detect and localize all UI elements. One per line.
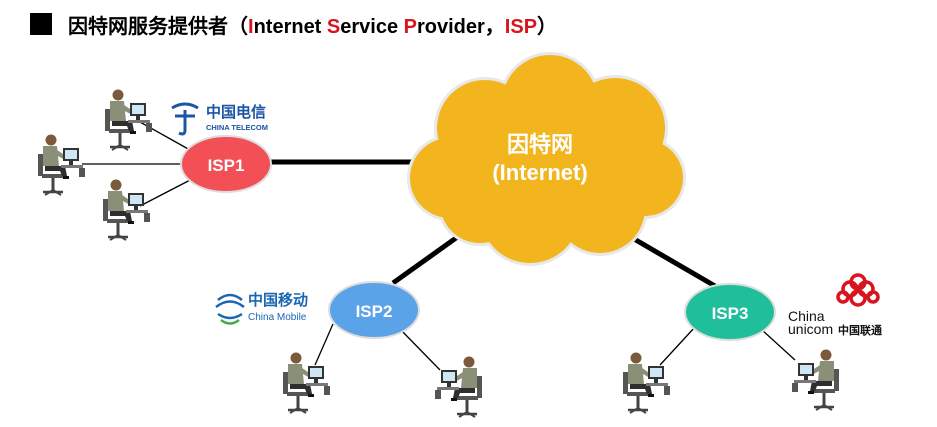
isp3-node: ISP3: [684, 283, 776, 341]
title-english-part: P: [403, 15, 417, 38]
china-unicom-logo: China unicom 中国联通: [788, 273, 882, 337]
title-text: 因特网服务提供者（Internet Service Provider，ISP）: [68, 10, 557, 39]
link-isp1-user-bottom: [139, 177, 195, 207]
slide-title: 因特网服务提供者（Internet Service Provider，ISP）: [30, 9, 557, 39]
mobile-cn: 中国移动: [248, 291, 308, 309]
title-close-paren: ）: [537, 15, 558, 38]
link-isp3-user-left: [659, 326, 696, 366]
china-telecom-logo: 中国电信 CHINA TELECOM: [171, 102, 268, 136]
china-mobile-logo: 中国移动 China Mobile: [215, 291, 308, 325]
title-english-part: S: [326, 15, 341, 38]
telecom-cn: 中国电信: [206, 103, 266, 121]
unicom-cn: 中国联通: [838, 323, 882, 337]
china-unicom-knot-icon: [836, 273, 880, 307]
title-english-part: rovider，: [416, 15, 505, 38]
title-main: 因特网服务提供者: [68, 15, 228, 38]
telecom-en: CHINA TELECOM: [206, 123, 268, 132]
title-open-paren: （: [228, 15, 248, 38]
link-isp2-user-left: [314, 323, 334, 366]
title-english-part: nternet: [253, 15, 327, 38]
isp3-label: ISP3: [712, 304, 749, 323]
title-english-part: I: [248, 15, 254, 38]
user-at-computer-icon: [36, 133, 87, 197]
user-at-computer-icon: [433, 355, 484, 419]
user-at-computer-icon: [281, 351, 332, 415]
user-at-computer-icon: [103, 88, 154, 152]
isp2-label: ISP2: [356, 302, 393, 321]
link-isp2-user-right: [397, 326, 441, 371]
title-english-part: ISP: [504, 15, 538, 38]
link-isp3-user-right: [761, 329, 796, 361]
title-bullet-square: [30, 13, 52, 35]
internet-label-cn: 因特网: [507, 132, 573, 158]
title-english: Internet Service Provider，ISP: [248, 16, 537, 38]
internet-cloud: 因特网 (Internet): [410, 55, 683, 263]
china-mobile-emblem-icon: [215, 293, 245, 325]
unicom-en-bottom: unicom: [788, 321, 833, 337]
unicom-en-top: China: [788, 308, 825, 324]
mobile-en: China Mobile: [248, 312, 307, 323]
isp2-node: ISP2: [328, 281, 420, 339]
user-at-computer-icon: [790, 348, 841, 412]
title-english-part: ervice: [340, 15, 404, 38]
internet-label-en: (Internet): [492, 160, 587, 185]
user-at-computer-icon: [101, 178, 152, 242]
isp1-label: ISP1: [208, 156, 245, 175]
china-telecom-emblem-icon: [171, 102, 199, 136]
isp1-node: ISP1: [180, 135, 272, 193]
